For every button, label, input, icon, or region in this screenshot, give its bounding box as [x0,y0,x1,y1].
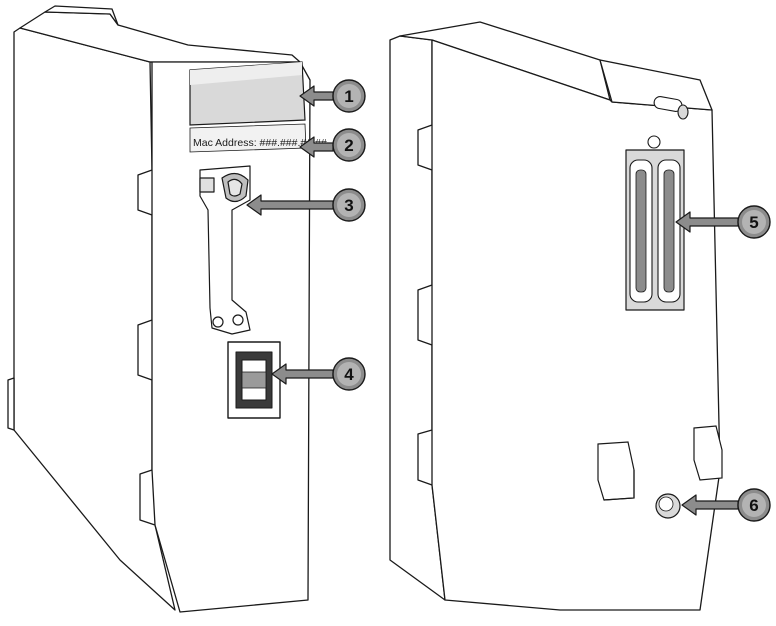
callout-4: 4 [271,357,366,391]
rear-module-rear-face [431,39,721,611]
lower-tabs [597,425,723,501]
callout-arrow-5 [675,211,739,233]
front-module-side-face [13,27,176,611]
callout-arrow-4 [271,363,334,385]
callout-circle-inner-1 [337,84,361,108]
locking-latch [199,165,251,335]
front-module-top-ridge [44,5,119,26]
front-module-side-tab [7,377,15,431]
connector-screw [647,135,661,149]
ground-screw [655,493,681,519]
rear-module-top-rim [599,59,713,111]
front-module-front-face [149,61,311,613]
callout-circle-inner-6 [742,493,766,517]
callout-5: 5 [675,205,771,239]
callout-circle-inner-4 [337,362,361,386]
front-module [7,5,311,613]
callout-number-2: 2 [344,136,353,155]
callout-6: 6 [681,488,771,522]
callout-3: 3 [246,188,366,222]
callout-number-4: 4 [344,365,354,384]
callout-number-6: 6 [749,496,758,515]
callout-number-1: 1 [344,87,353,106]
callouts: 1 2 3 4 5 6 [246,79,771,522]
backplane-connectors [625,135,685,311]
rear-module-top-face [399,21,611,101]
top-pin [653,96,689,120]
callout-number-3: 3 [344,196,353,215]
ethernet-port [227,341,281,419]
callout-circle-inner-3 [337,193,361,217]
callout-arrow-6 [681,494,739,516]
callout-arrow-2 [299,136,334,158]
callout-arrow-3 [246,194,334,216]
callout-circle-inner-5 [742,210,766,234]
callout-2: 2 [299,128,366,162]
mac-address-text: Mac Address: ###.###.##.## [193,137,327,149]
callout-1: 1 [299,79,366,113]
callout-number-5: 5 [749,213,758,232]
callout-arrow-1 [299,85,334,107]
display-window [189,61,306,126]
callout-circle-inner-2 [337,133,361,157]
